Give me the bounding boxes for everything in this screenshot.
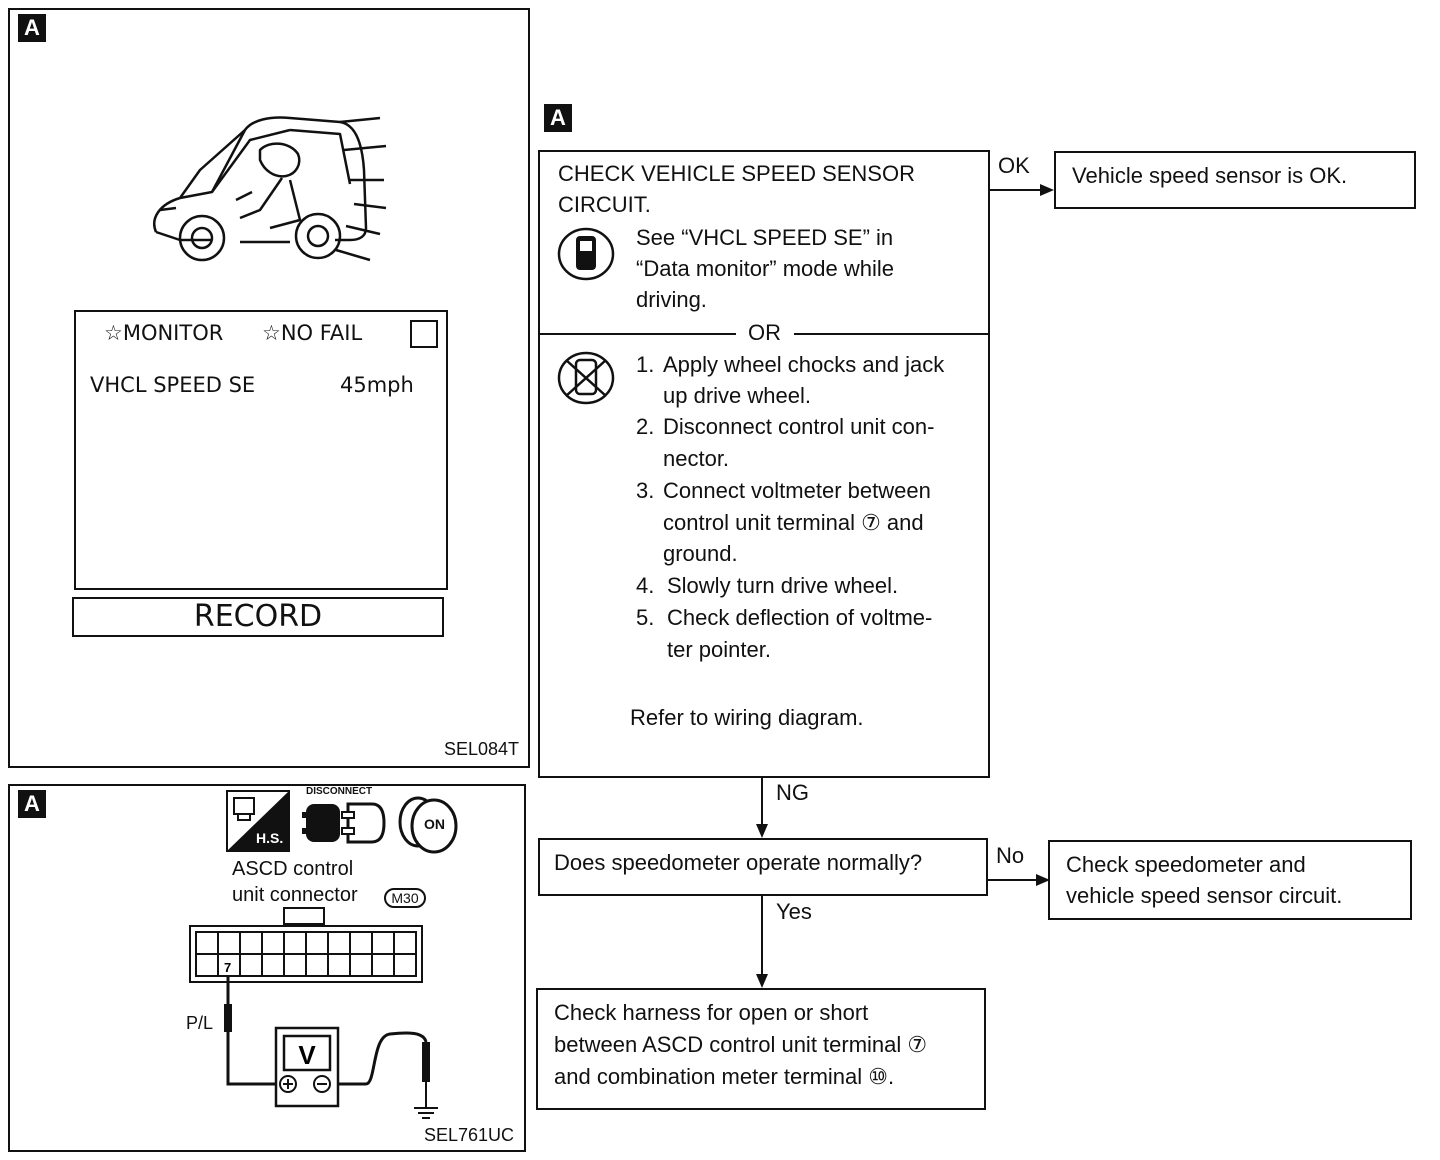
ok-result-text: Vehicle speed sensor is OK.: [1072, 163, 1348, 188]
step-3-line1: Connect voltmeter between: [663, 478, 931, 503]
ng-label: NG: [776, 780, 809, 805]
connector-label-line2: unit connector: [232, 884, 358, 906]
no-fail-label: ☆NO FAIL: [262, 321, 363, 345]
step-3-line3: ground.: [663, 541, 738, 566]
consult-tester-icon: [557, 227, 615, 281]
no-result-line1: Check speedometer and: [1066, 852, 1306, 877]
record-button-label: RECORD: [193, 599, 323, 634]
flowchart-tag: A: [544, 104, 572, 132]
on-label: ON: [424, 816, 445, 832]
ok-arrow: [990, 184, 1054, 196]
ok-result-box: [1054, 151, 1416, 209]
step-5-line2: ter pointer.: [667, 637, 771, 662]
consult-line-3: driving.: [636, 287, 707, 312]
monitor-item-value: 45mph: [340, 373, 414, 397]
panel-tag-bottom: A: [18, 790, 46, 818]
voltmeter-symbol: V: [298, 1040, 316, 1070]
harness-side-icon: H.S.: [226, 790, 290, 852]
refer-wiring-diagram: Refer to wiring diagram.: [630, 705, 864, 730]
step-5-line1: Check deflection of voltme-: [667, 605, 933, 630]
connector-cavity-dividers: [217, 932, 395, 976]
or-divider-left: [540, 333, 736, 335]
step-2-line1: Disconnect control unit con-: [663, 414, 935, 439]
record-button[interactable]: [72, 597, 444, 637]
check-title-line2: CIRCUIT.: [558, 192, 651, 217]
no-result-box: [1048, 840, 1412, 920]
figure-code-bottom: SEL761UC: [424, 1125, 515, 1145]
step-3-line2: control unit terminal ⑦ and: [663, 510, 924, 535]
step-1-num: 1.: [636, 352, 655, 377]
check-title-line1: CHECK VEHICLE SPEED SENSOR: [558, 161, 915, 186]
step-1-line2: up drive wheel.: [663, 383, 811, 408]
step-3-num: 3.: [636, 478, 655, 503]
step-5-num: 5.: [636, 605, 655, 630]
check-harness-box: [536, 988, 986, 1110]
connector-code-badge: M30: [384, 888, 426, 908]
step-4-line1: Slowly turn drive wheel.: [667, 573, 899, 598]
connector-code: M30: [391, 890, 419, 906]
consult-line-2: “Data monitor” mode while: [636, 256, 894, 281]
no-arrow: [988, 874, 1050, 886]
final-line1: Check harness for open or short: [554, 1000, 869, 1025]
yes-label: Yes: [776, 899, 812, 924]
no-result-line2: vehicle speed sensor circuit.: [1066, 883, 1343, 908]
yes-arrow: [756, 896, 768, 988]
ok-label: OK: [998, 153, 1030, 178]
terminal-number: 7: [224, 960, 231, 975]
figure-code-top: SEL084T: [444, 739, 520, 759]
or-divider-right: [794, 333, 988, 335]
hs-label: H.S.: [256, 830, 284, 846]
monitor-screen: [74, 310, 448, 590]
disconnect-label: DISCONNECT: [306, 786, 373, 797]
question-text: Does speedometer operate normally?: [554, 850, 923, 875]
connector-label-line1: ASCD control: [232, 858, 354, 880]
final-line3: and combination meter terminal ⑩.: [554, 1064, 895, 1089]
step-2-num: 2.: [636, 414, 655, 439]
monitor-mode-label: ☆MONITOR: [104, 321, 224, 345]
no-consult-icon: [557, 351, 615, 405]
driving-car-illustration: [153, 116, 387, 262]
record-checkbox[interactable]: [410, 320, 438, 348]
consult-line-1: See “VHCL SPEED SE” in: [636, 225, 894, 250]
or-label: OR: [748, 320, 781, 345]
wire-color-label: P/L: [186, 1013, 214, 1033]
ignition-on-icon: ON: [396, 794, 460, 856]
speedometer-question-box: [538, 838, 988, 896]
step-2-line2: nector.: [663, 446, 730, 471]
final-line2: between ASCD control unit terminal ⑦: [554, 1032, 928, 1057]
step-4-num: 4.: [636, 573, 655, 598]
monitor-item-name: VHCL SPEED SE: [90, 373, 256, 397]
ng-arrow: [756, 778, 768, 838]
step-1-line1: Apply wheel chocks and jack: [663, 352, 945, 377]
no-label: No: [996, 843, 1025, 868]
connector-wiring-diagram: 7 V: [189, 907, 438, 1119]
panel-tag-top: A: [18, 14, 46, 42]
disconnect-icon: DISCONNECT: [302, 786, 386, 848]
